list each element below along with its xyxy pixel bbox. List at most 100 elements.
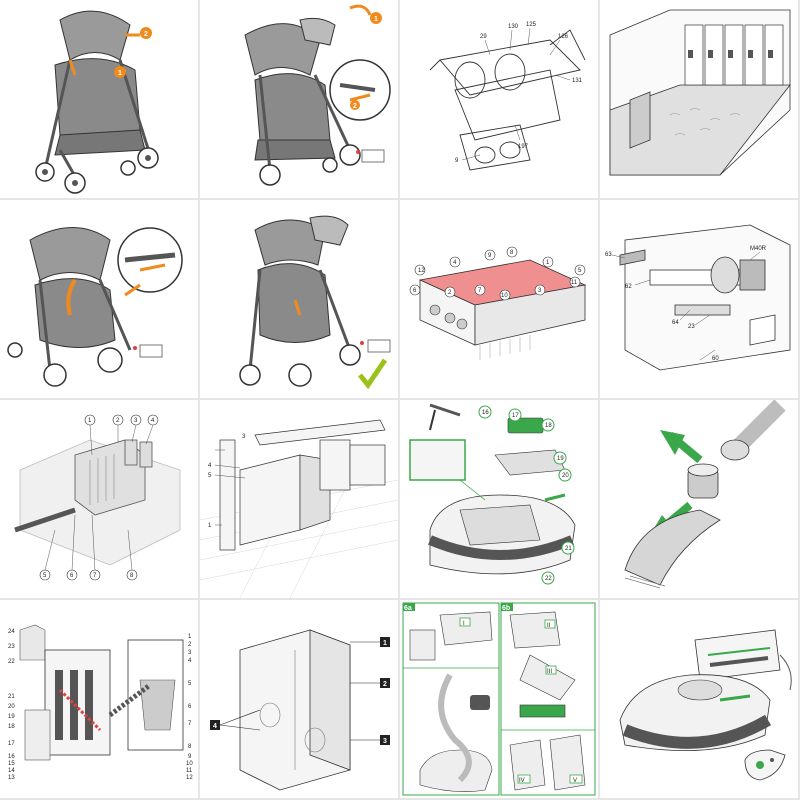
callout: 5: [208, 473, 212, 479]
callout: 16: [482, 410, 489, 416]
callout: M40R: [750, 246, 767, 252]
callout: 10: [501, 293, 508, 299]
callout: 1: [188, 634, 192, 640]
maintenance-steps-illustration: 6a 6b I II III IV: [400, 600, 598, 798]
callout: 18: [545, 423, 552, 429]
callout: 1: [118, 70, 122, 77]
callout: 11: [186, 768, 193, 774]
callout: 9: [488, 253, 492, 259]
callout: 130: [508, 24, 519, 30]
robot-vacuum-parts-drawing: 16 17 18 19 20 21 22: [409, 403, 576, 585]
callout: 20: [8, 704, 15, 710]
callout: 6: [188, 704, 192, 710]
callout: 11: [571, 280, 578, 286]
robot-vacuum-parts-illustration: 16 17 18 19 20 21 22: [400, 400, 598, 598]
callout: 60: [712, 356, 719, 362]
stroller-fold-drawing: [7, 227, 183, 387]
callout: 14: [8, 768, 15, 774]
callout: 1: [208, 523, 212, 529]
callout: 125: [526, 22, 537, 28]
callout: 21: [565, 546, 572, 552]
callout: 22: [545, 576, 552, 582]
callout: 7: [188, 721, 192, 727]
callout: 5: [188, 681, 192, 687]
callout: 8: [188, 744, 192, 750]
tank-cutaway-drawing: 24 23 22 21 20 19 18 17 16 15 14 13 1 2 …: [8, 624, 193, 781]
callout: 5: [43, 573, 47, 579]
maintenance-steps-drawing: 6a 6b I II III IV: [402, 602, 596, 796]
callout: 2: [116, 418, 120, 424]
callout: 4: [213, 723, 217, 730]
callout: 13: [8, 775, 15, 781]
callout: 29: [480, 34, 487, 40]
callout: 3: [242, 434, 246, 440]
stroller-complete-drawing: [239, 215, 391, 390]
callout: 19: [557, 456, 564, 462]
roller-mechanism-drawing: 29 130 125 126 131 197 9: [429, 22, 586, 171]
stroller-canopy-drawing: 1 2: [35, 10, 159, 194]
hose-nozzle-illustration: [600, 400, 798, 598]
callout: 15: [8, 761, 15, 767]
callout: 12: [186, 775, 193, 781]
callout: 9: [455, 158, 459, 164]
control-unit-drawing: 12 4 9 8 1 5 6 2 7 10 3 11: [409, 246, 587, 360]
step-label: III: [547, 669, 552, 675]
step-label: II: [547, 623, 551, 629]
callout: 8: [510, 250, 514, 256]
callout: 18: [8, 724, 15, 730]
callout: 17: [8, 741, 15, 747]
callout: 131: [572, 78, 583, 84]
robot-vacuum-dock-illustration: [600, 600, 798, 798]
robot-vacuum-dock-drawing: [619, 629, 792, 781]
callout: 2: [383, 681, 387, 688]
callout: 1: [546, 260, 550, 266]
step-label: IV: [519, 778, 525, 784]
callout: 126: [558, 34, 569, 40]
callout: 64: [672, 320, 679, 326]
hose-nozzle-drawing: [624, 400, 786, 589]
callout: 4: [151, 418, 155, 424]
callout: 10: [186, 761, 193, 767]
stroller-attach-drawing: 1 2: [244, 4, 391, 186]
stroller-complete-illustration: [200, 200, 398, 398]
callout: 20: [562, 473, 569, 479]
callout: 9: [188, 754, 192, 760]
panel-label: 6a: [404, 605, 412, 612]
shaft-mechanism-illustration: 63 M40R 62 64 23 60: [600, 200, 798, 398]
callout: 1: [374, 16, 378, 23]
callout: 63: [605, 252, 612, 258]
callout: 197: [518, 144, 529, 150]
plant-layout-drawing: 3 4 5 1: [200, 419, 398, 598]
callout: 23: [8, 644, 15, 650]
callout: 17: [512, 413, 519, 419]
engine-module-illustration: 1 2 3 4: [200, 600, 398, 798]
electrical-room-illustration: [600, 0, 798, 198]
stroller-fold-illustration: [0, 200, 198, 398]
callout: 19: [8, 714, 15, 720]
electrical-room-drawing: [609, 9, 791, 176]
callout: 23: [688, 324, 695, 330]
callout: 7: [93, 573, 97, 579]
valve-assembly-drawing: 1 2 3 4 5 6 7 8: [14, 414, 181, 581]
callout: 62: [625, 284, 632, 290]
stroller-attach-illustration: 1 2: [200, 0, 398, 198]
callout: 1: [383, 640, 387, 647]
callout: 21: [8, 694, 15, 700]
callout: 4: [208, 463, 212, 469]
callout: 3: [538, 288, 542, 294]
panel-label: 6b: [502, 605, 510, 612]
engine-module-drawing: 1 2 3 4: [210, 629, 390, 791]
callout: 3: [134, 418, 138, 424]
callout: 2: [188, 642, 192, 648]
callout: 7: [478, 288, 482, 294]
callout: 3: [383, 738, 387, 745]
callout: 4: [188, 658, 192, 664]
callout: 3: [188, 650, 192, 656]
callout: 2: [144, 31, 148, 38]
callout: 6: [70, 573, 74, 579]
valve-assembly-illustration: 1 2 3 4 5 6 7 8: [0, 400, 198, 598]
callout: 8: [130, 573, 134, 579]
callout: 1: [88, 418, 92, 424]
callout: 2: [448, 290, 452, 296]
